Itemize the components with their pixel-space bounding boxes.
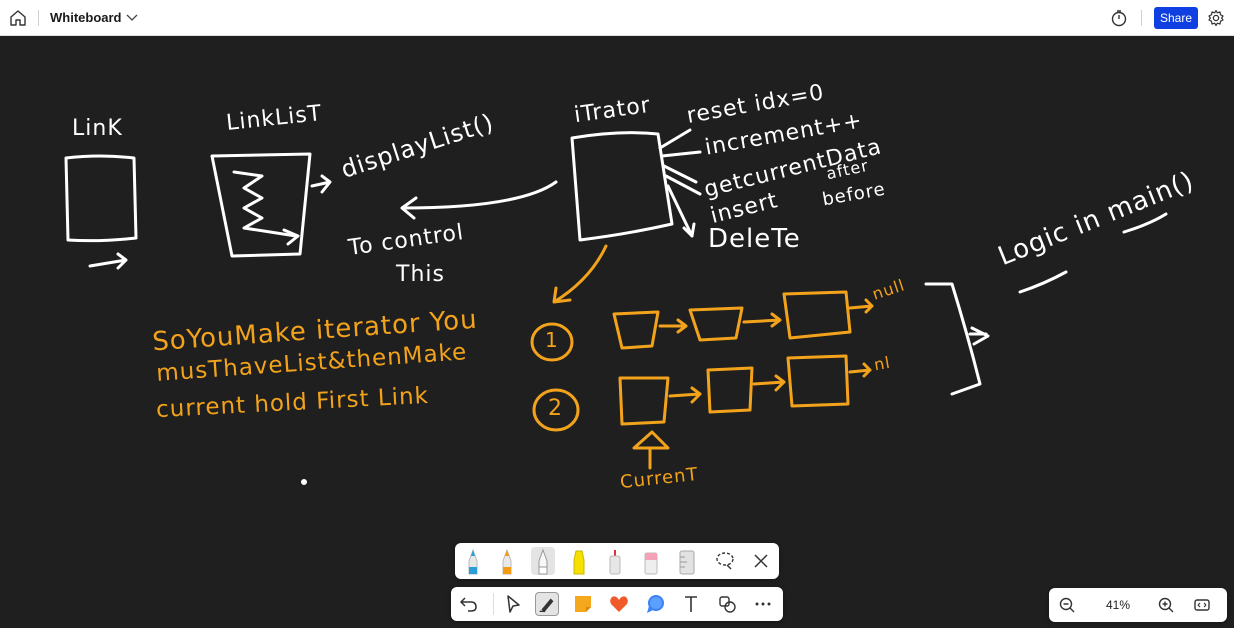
chevron-down-icon[interactable] — [125, 10, 139, 24]
label-num-2: 2 — [548, 396, 563, 421]
zoom-out-icon[interactable] — [1058, 596, 1076, 614]
divider — [1141, 10, 1142, 26]
gear-icon[interactable] — [1207, 9, 1225, 27]
ink-drawing — [64, 128, 1168, 485]
comment-icon[interactable] — [643, 592, 667, 616]
heart-reaction-icon[interactable] — [607, 592, 631, 616]
label-this: This — [396, 262, 445, 287]
divider — [493, 593, 494, 615]
share-button[interactable]: Share — [1154, 7, 1198, 29]
home-icon[interactable] — [8, 8, 28, 28]
main-toolbar — [451, 587, 783, 621]
ruler-icon[interactable] — [675, 547, 699, 575]
label-link: LinK — [72, 116, 123, 141]
pen-red-icon[interactable] — [603, 547, 627, 575]
pen-orange-icon[interactable] — [495, 547, 519, 575]
zoom-in-icon[interactable] — [1157, 596, 1175, 614]
sticky-note-icon[interactable] — [571, 592, 595, 616]
zoom-level[interactable]: 41% — [1105, 598, 1131, 612]
lasso-icon[interactable] — [713, 549, 737, 577]
pen-tool-icon[interactable] — [535, 592, 559, 616]
divider — [38, 10, 39, 26]
timer-icon[interactable] — [1110, 9, 1128, 27]
fit-to-screen-icon[interactable] — [1193, 596, 1211, 614]
shapes-icon[interactable] — [715, 592, 739, 616]
label-delete: DeleTe — [708, 224, 801, 254]
eraser-icon[interactable] — [639, 547, 663, 575]
pen-tray — [455, 543, 779, 579]
board-title[interactable]: Whiteboard — [50, 10, 122, 25]
text-icon[interactable] — [679, 592, 703, 616]
pen-white-icon[interactable] — [531, 547, 555, 575]
pen-blue-icon[interactable] — [461, 547, 485, 575]
undo-icon[interactable] — [457, 592, 481, 616]
top-bar: Whiteboard Share — [0, 0, 1234, 36]
label-num-1: 1 — [545, 328, 559, 352]
close-icon[interactable] — [749, 549, 773, 577]
more-icon[interactable] — [751, 592, 775, 616]
zoom-controls: 41% — [1049, 588, 1227, 622]
label-null-2: nl — [872, 352, 893, 375]
select-arrow-icon[interactable] — [501, 592, 525, 616]
whiteboard-canvas[interactable]: LinK LinkLisT displayList() iTrator rese… — [0, 36, 1234, 628]
highlighter-yellow-icon[interactable] — [567, 547, 591, 575]
